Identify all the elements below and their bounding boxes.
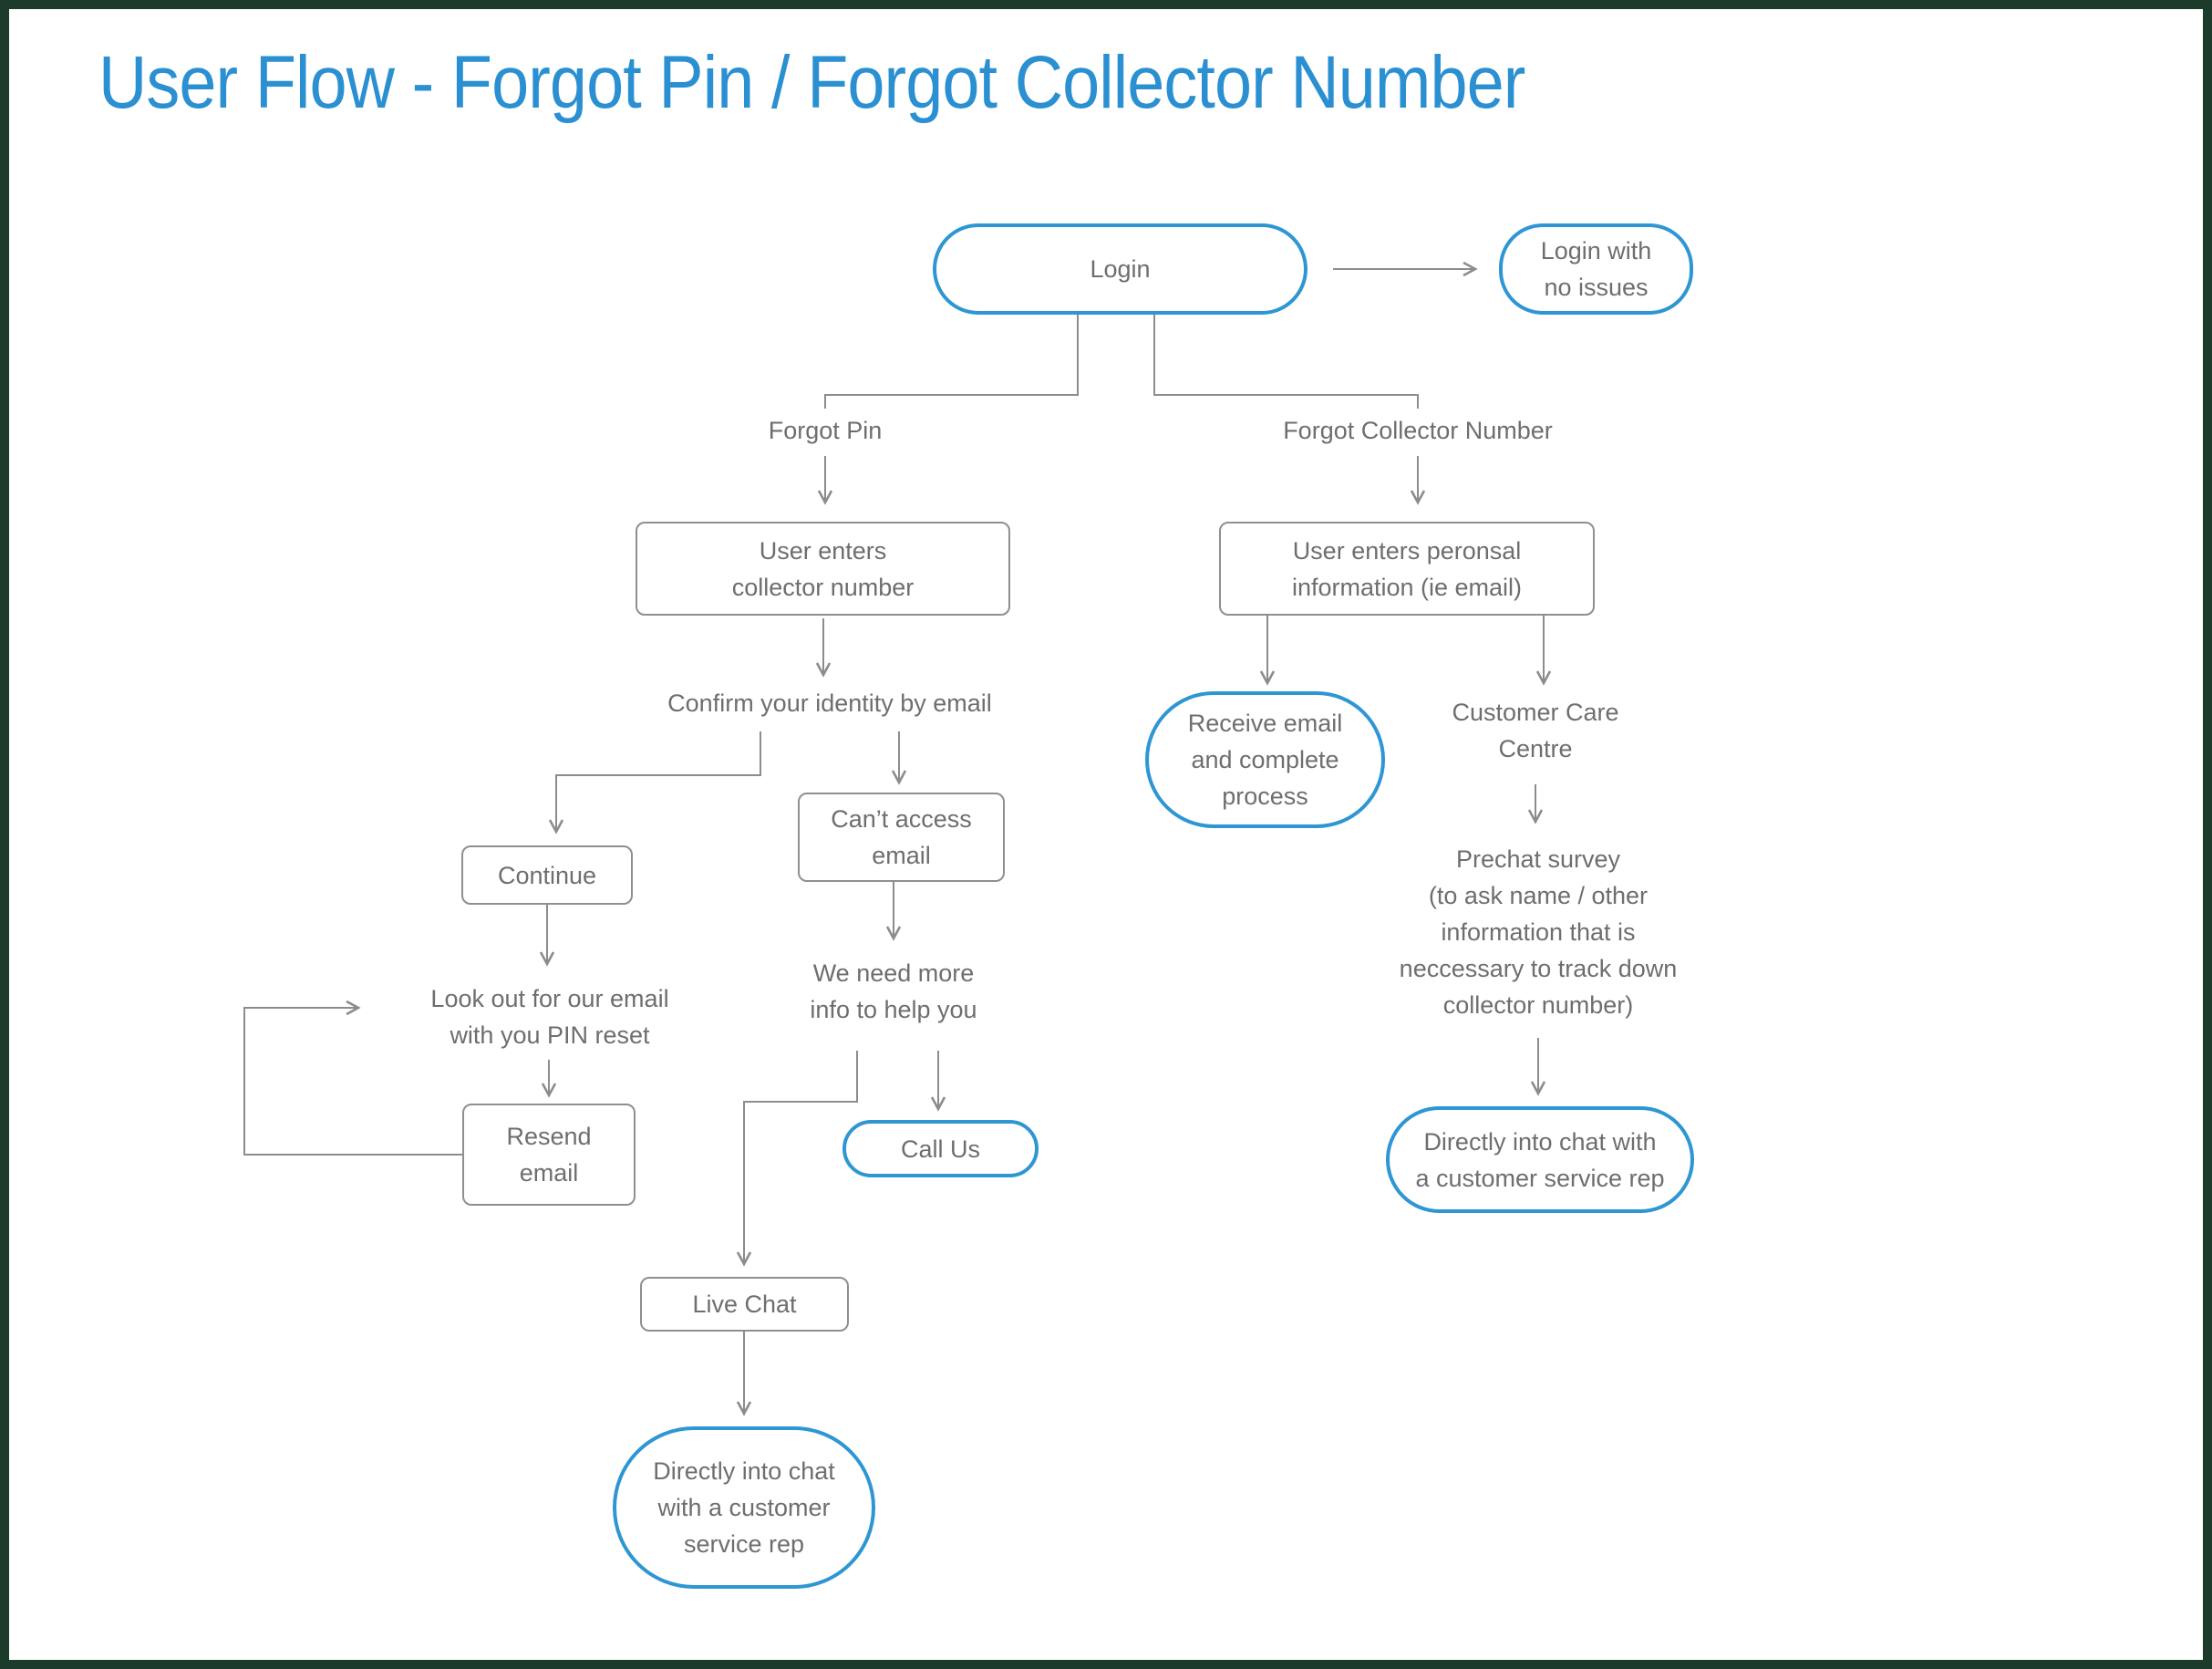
connector-need-info-to-live-chat bbox=[736, 1051, 858, 1267]
call-us-node: Call Us bbox=[842, 1120, 1039, 1177]
cant-access-email-node: Can’t access email bbox=[798, 793, 1005, 882]
need-more-info-label: We need more info to help you bbox=[810, 959, 977, 1023]
confirm-identity-label: Confirm your identity by email bbox=[667, 689, 992, 717]
enter-personal-info-node: User enters peronsal information (ie ema… bbox=[1219, 522, 1595, 616]
enter-collector-number-node: User enters collector number bbox=[636, 522, 1010, 616]
login-no-issues-node: Login with no issues bbox=[1499, 223, 1693, 315]
chat-with-rep-node-right: Directly into chat with a customer servi… bbox=[1386, 1106, 1694, 1213]
login-node: Login bbox=[933, 223, 1308, 315]
resend-email-node: Resend email bbox=[462, 1104, 636, 1206]
continue-node: Continue bbox=[461, 845, 633, 905]
chat-with-rep-node-left: Directly into chat with a customer servi… bbox=[613, 1426, 875, 1589]
forgot-collector-branch-label: Forgot Collector Number bbox=[1283, 417, 1553, 444]
connector-confirm-to-continue bbox=[548, 731, 761, 834]
connector-login-to-forgot-pin bbox=[824, 315, 1079, 409]
forgot-pin-branch-label: Forgot Pin bbox=[768, 417, 883, 444]
page-title: User Flow - Forgot Pin / Forgot Collecto… bbox=[98, 41, 1525, 124]
connector-login-to-forgot-collector bbox=[1153, 315, 1419, 409]
live-chat-node: Live Chat bbox=[640, 1277, 849, 1332]
look-out-for-email-label: Look out for our email with you PIN rese… bbox=[430, 985, 669, 1049]
connector-resend-loop-to-look-out bbox=[243, 1000, 462, 1156]
receive-email-node: Receive email and complete process bbox=[1145, 691, 1385, 828]
customer-care-centre-label: Customer Care Centre bbox=[1452, 699, 1619, 762]
prechat-survey-label: Prechat survey (to ask name / other info… bbox=[1399, 845, 1678, 1019]
connector-lines bbox=[243, 261, 1552, 1416]
